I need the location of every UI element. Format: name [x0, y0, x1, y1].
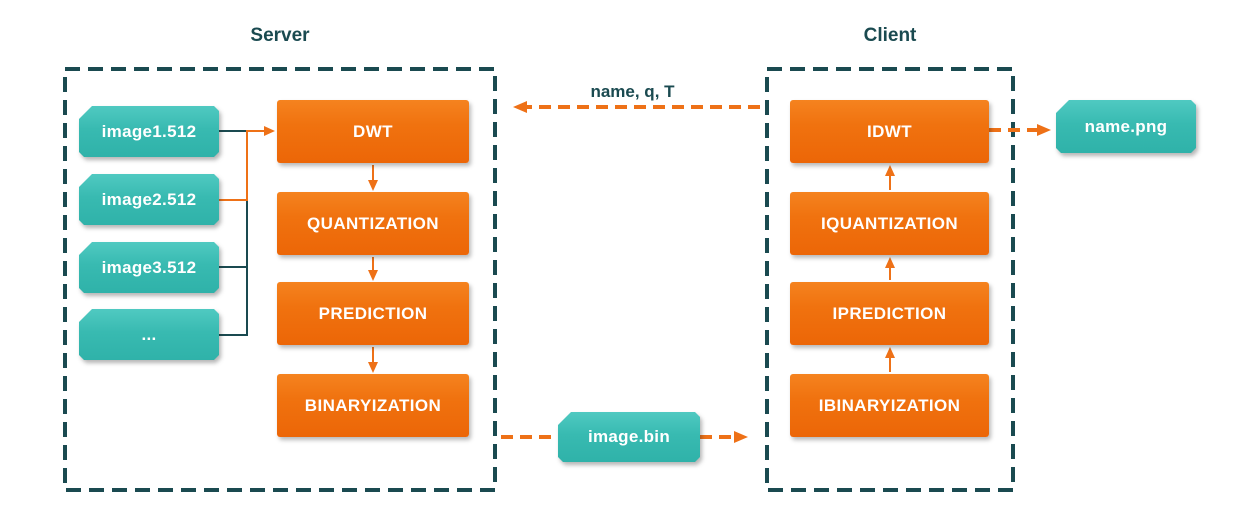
transfer-params-label: name, q, T: [590, 82, 675, 101]
server-step-binaryization: BINARYIZATION: [277, 374, 469, 437]
input-file-label: image3.512: [79, 242, 219, 293]
input-file-ellipsis: ...: [79, 309, 219, 360]
inputs-to-dwt-arrow: [219, 126, 275, 201]
server-boundary: [63, 67, 497, 492]
output-file-label: name.png: [1056, 100, 1196, 153]
server-step-quantization: QUANTIZATION: [277, 192, 469, 255]
bitstream-file: image.bin: [558, 412, 700, 462]
client-step-ibinaryization: IBINARYIZATION: [790, 374, 989, 437]
input-file-label: ...: [79, 309, 219, 360]
input-file-label: image2.512: [79, 174, 219, 225]
server-step-dwt: DWT: [277, 100, 469, 163]
input-file-image3: image3.512: [79, 242, 219, 293]
input-file-image2: image2.512: [79, 174, 219, 225]
bitstream-file-label: image.bin: [558, 412, 700, 462]
client-boundary: [765, 67, 1015, 492]
output-file: name.png: [1056, 100, 1196, 153]
client-step-idwt: IDWT: [790, 100, 989, 163]
client-step-iprediction: IPREDICTION: [790, 282, 989, 345]
server-title: Server: [250, 25, 310, 46]
input-file-label: image1.512: [79, 106, 219, 157]
input-tree-lines: [219, 130, 248, 336]
client-step-iquantization: IQUANTIZATION: [790, 192, 989, 255]
server-step-prediction: PREDICTION: [277, 282, 469, 345]
input-file-image1: image1.512: [79, 106, 219, 157]
client-title: Client: [863, 25, 917, 46]
